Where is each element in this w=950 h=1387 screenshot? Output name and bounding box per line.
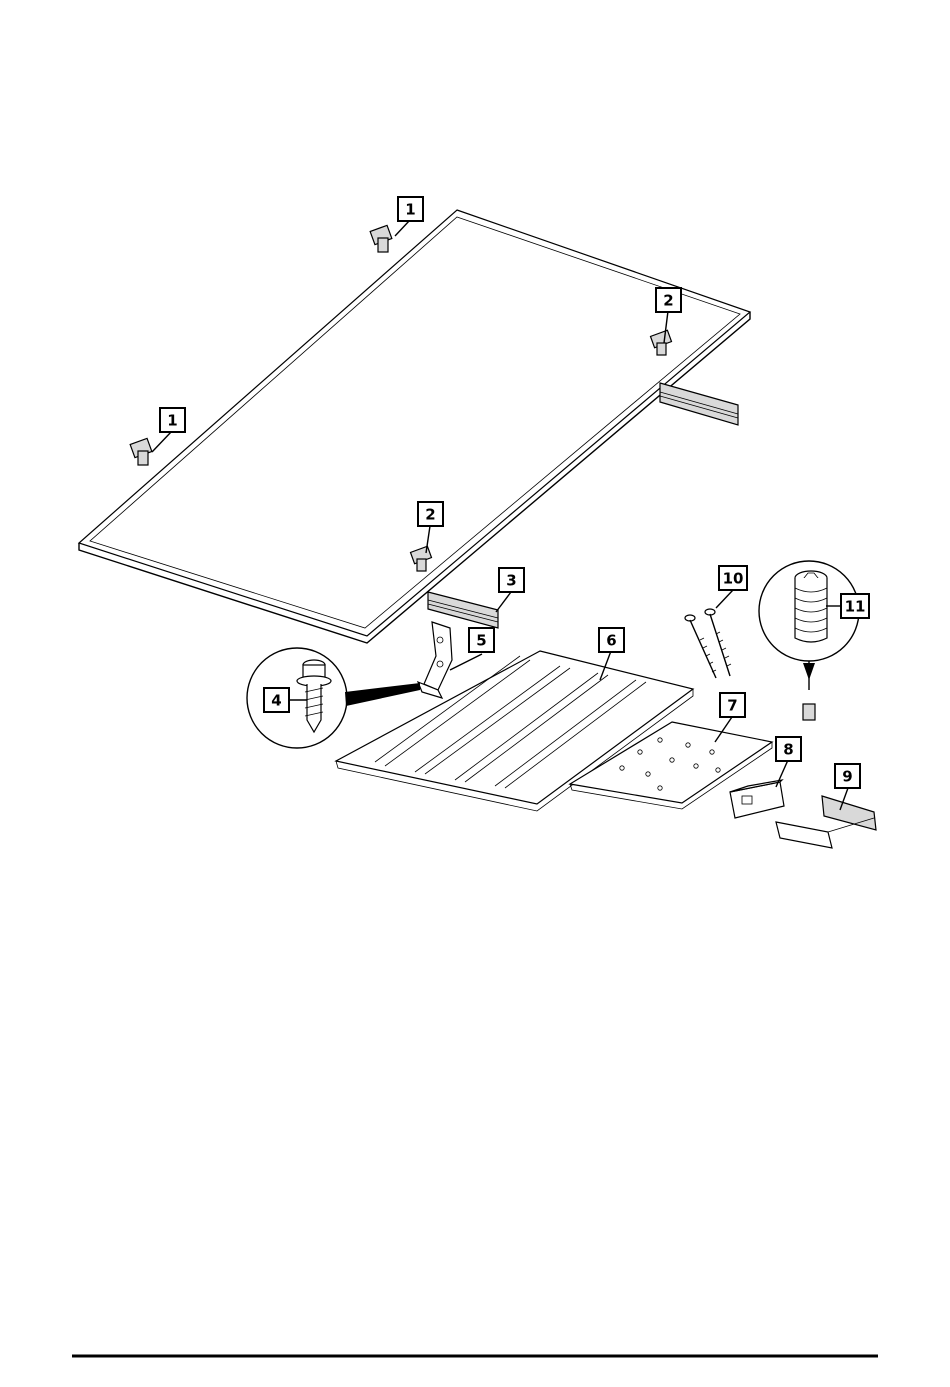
mounting-rail-rear bbox=[660, 383, 738, 425]
callout-2a: 2 bbox=[656, 288, 681, 312]
callout-label: 1 bbox=[405, 201, 415, 219]
callout-label: 8 bbox=[783, 741, 793, 759]
callout-label: 2 bbox=[663, 292, 673, 310]
callout-3: 3 bbox=[499, 568, 524, 592]
callout-label: 11 bbox=[845, 598, 866, 616]
callout-5: 5 bbox=[469, 628, 494, 652]
wood-screws bbox=[685, 609, 731, 678]
callout-9: 9 bbox=[835, 764, 860, 788]
callout-7: 7 bbox=[720, 693, 745, 717]
threaded-insert-detail bbox=[759, 561, 859, 720]
rail-splice-channel bbox=[776, 796, 876, 848]
callout-label: 10 bbox=[723, 570, 744, 588]
end-clamp-top bbox=[370, 225, 392, 252]
callout-10: 10 bbox=[719, 566, 747, 590]
callout-label: 4 bbox=[271, 692, 281, 710]
callout-label: 7 bbox=[727, 697, 737, 715]
callout-label: 3 bbox=[506, 572, 516, 590]
callout-label: 5 bbox=[476, 632, 486, 650]
callout-label: 9 bbox=[842, 768, 852, 786]
callout-label: 1 bbox=[167, 412, 177, 430]
callout-1b: 1 bbox=[160, 408, 185, 432]
callout-11: 11 bbox=[841, 594, 869, 618]
mounting-rail-front bbox=[428, 592, 498, 628]
end-clamp-left bbox=[130, 438, 152, 465]
callout-label: 6 bbox=[606, 632, 616, 650]
callout-4: 4 bbox=[264, 688, 289, 712]
callout-label: 2 bbox=[425, 506, 435, 524]
callout-8: 8 bbox=[776, 737, 801, 761]
callout-2b: 2 bbox=[418, 502, 443, 526]
roof-hook-bracket bbox=[418, 622, 452, 698]
callout-6: 6 bbox=[599, 628, 624, 652]
callout-1a: 1 bbox=[398, 197, 423, 221]
